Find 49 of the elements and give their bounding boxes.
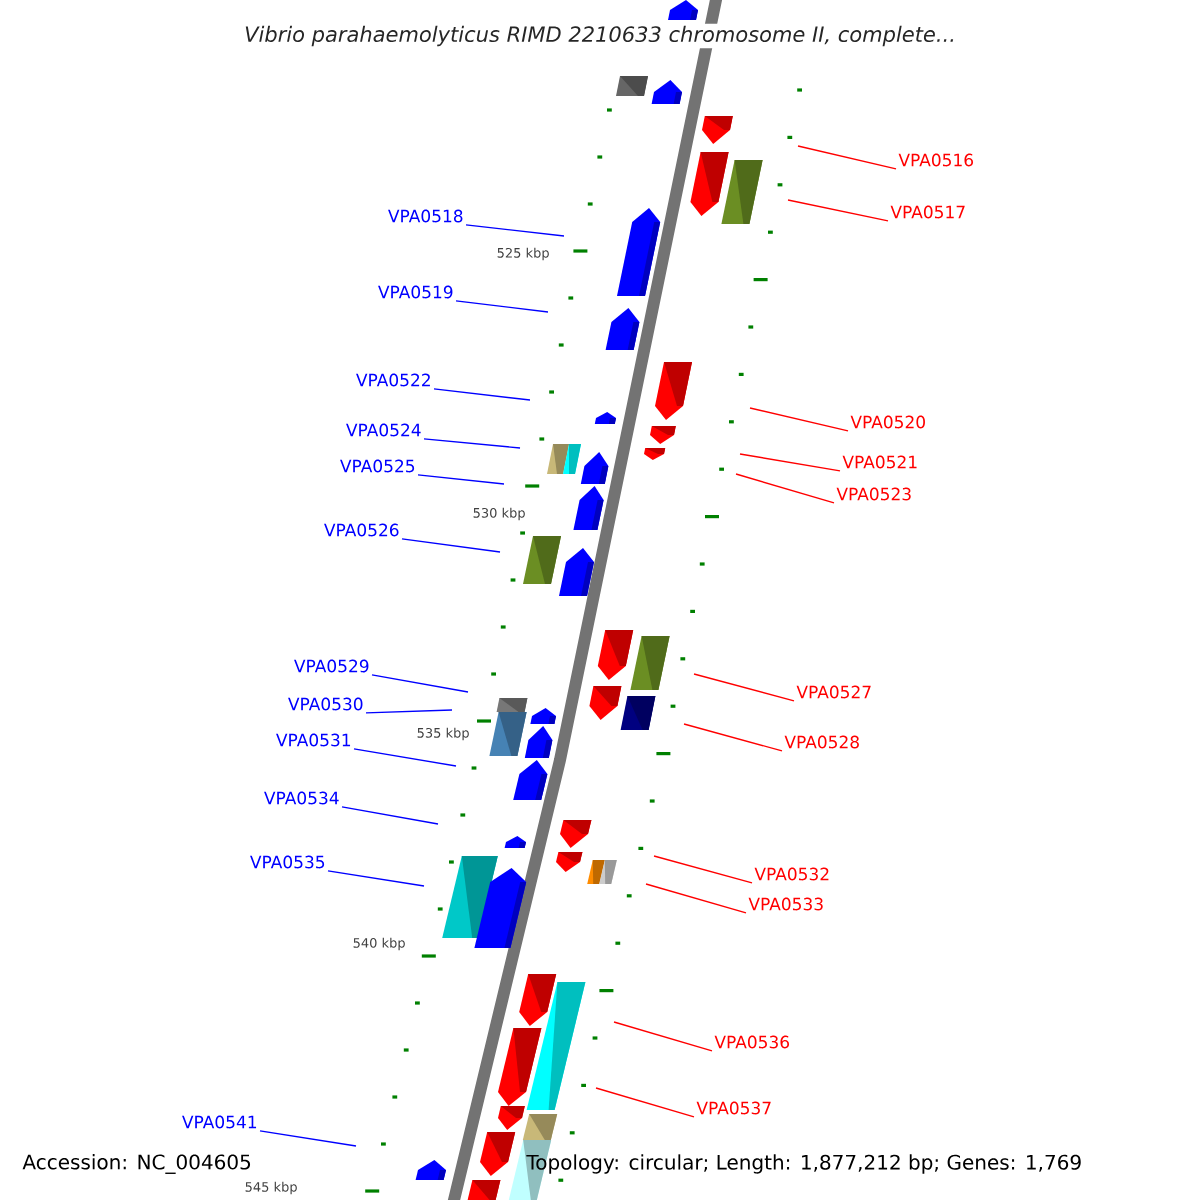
gene-label: VPA0524	[346, 423, 421, 437]
leader-line	[455, 300, 549, 313]
gene-label: VPA0537	[696, 1101, 771, 1115]
leader-line	[371, 674, 469, 693]
footer-text: Topology: circular; Length: 1,877,212 bp; Genes: 1,769	[526, 1154, 1081, 1174]
gene-label: VPA0528	[784, 735, 859, 749]
gene-label: VPA0531	[276, 733, 351, 747]
gene-label: VPA0526	[324, 523, 399, 537]
title: Vibrio parahaemolyticus RIMD 2210633 chromosome II, complete...	[242, 23, 958, 49]
gene-label: VPA0527	[796, 685, 871, 699]
leader-line	[595, 1087, 695, 1118]
gene-label: VPA0529	[294, 659, 369, 673]
leader-line	[433, 388, 531, 401]
gene-label: VPA0532	[754, 867, 829, 881]
leader-line	[683, 723, 783, 752]
gene-label: VPA0535	[250, 855, 325, 869]
leader-line	[693, 673, 795, 702]
leader-line	[423, 438, 521, 449]
gene-label: VPA0519	[378, 285, 453, 299]
gene-label: VPA0520	[850, 415, 925, 429]
leader-line	[787, 199, 889, 222]
leader-line	[353, 748, 457, 767]
leader-line	[417, 474, 505, 485]
leader-line	[259, 1130, 357, 1147]
gene-label: VPA0522	[356, 373, 430, 387]
leader-line	[327, 870, 425, 887]
gene-label: VPA0518	[388, 209, 463, 223]
gene-label: VPA0517	[890, 205, 965, 219]
leader-line	[341, 806, 439, 825]
gene-label: VPA0530	[288, 697, 363, 711]
leader-line	[797, 145, 897, 170]
leader-line	[613, 1021, 713, 1052]
gene-label: VPA0516	[898, 153, 974, 167]
gene-label: VPA0541	[182, 1115, 257, 1129]
gene-label: VPA0521	[842, 455, 917, 469]
leader-line	[749, 407, 849, 432]
leader-line	[653, 855, 753, 884]
gene-label: VPA0525	[340, 459, 415, 473]
leader-line	[465, 224, 565, 237]
leader-line	[645, 883, 747, 914]
leader-line	[401, 538, 501, 553]
gene-label: VPA0534	[264, 791, 339, 805]
leader-line	[739, 453, 841, 472]
footer-text: Accession: NC_004605	[22, 1154, 251, 1174]
gene-label: VPA0523	[836, 487, 911, 501]
gene-label: VPA0536	[714, 1035, 790, 1049]
leader-line	[735, 473, 835, 504]
gene-label: VPA0533	[748, 897, 823, 911]
leader-line	[365, 709, 453, 714]
